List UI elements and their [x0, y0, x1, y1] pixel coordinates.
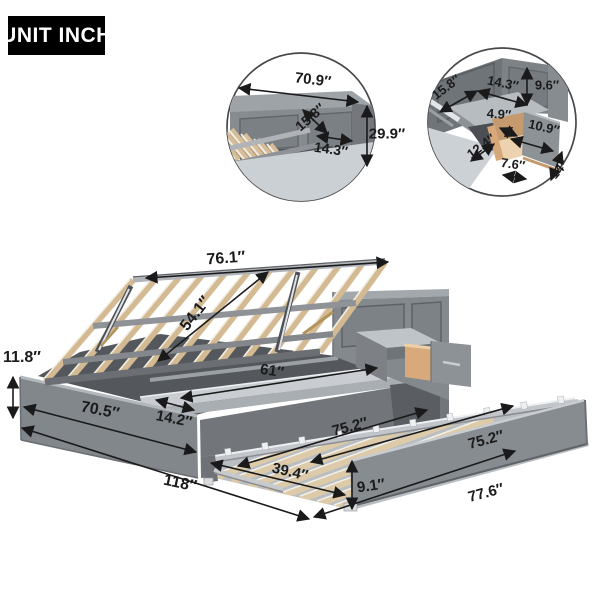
dim-inset2-shelf-height: 9.6″	[534, 77, 560, 93]
dim-trundle-height: 9.1″	[355, 475, 387, 497]
gas-struts	[94, 271, 334, 354]
dim-inset1-width: 70.9″	[293, 69, 333, 91]
dim-inset1-height: 29.9″	[368, 125, 406, 143]
dim-inset2-drawer-front: 7.6″	[499, 154, 527, 174]
drawer-handle	[442, 360, 461, 367]
dim-base-height: 11.8″	[3, 349, 41, 366]
dimension-arrows	[6, 66, 564, 522]
detail-circle-headboard	[226, 52, 376, 202]
dim-inset2-opening: 4.9″	[486, 105, 512, 123]
drawer	[403, 341, 471, 387]
dim-inner-length: 61″	[258, 360, 286, 382]
dim-frame-length: 76.1″	[206, 248, 246, 269]
unit-badge: UNIT INCH	[1, 16, 111, 55]
